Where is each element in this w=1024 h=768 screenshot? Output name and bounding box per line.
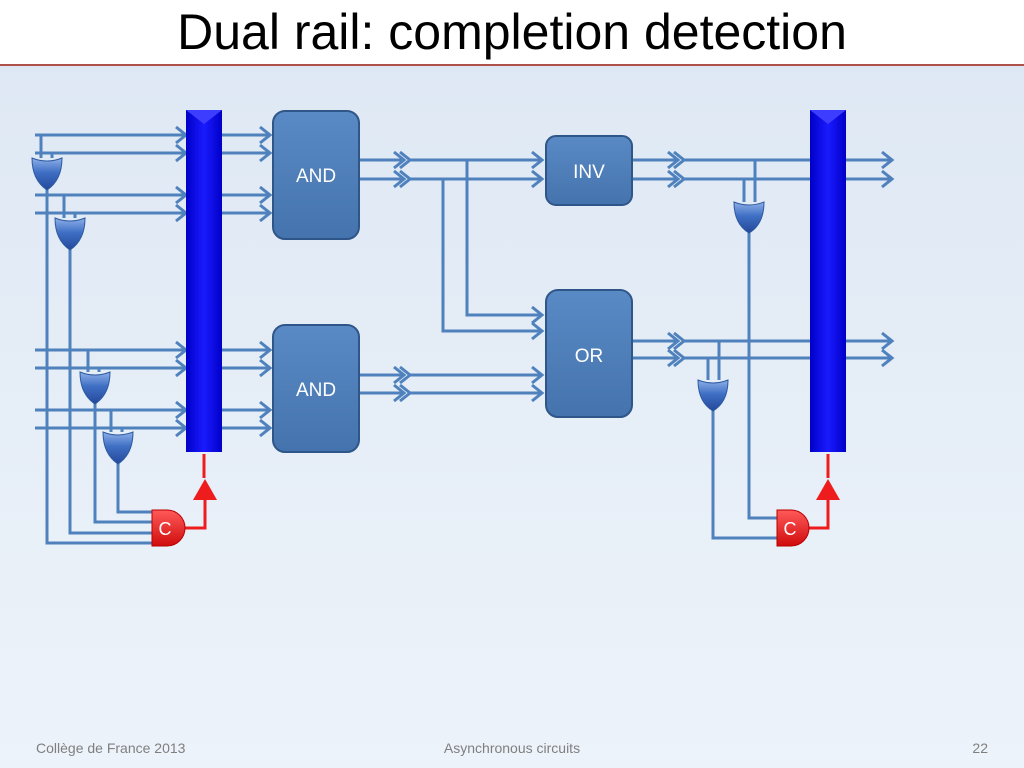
inv-block: INV <box>545 135 633 206</box>
c-element-right-label: C <box>784 519 797 539</box>
or-block-label: OR <box>575 346 604 367</box>
signal-wires <box>35 133 892 545</box>
inv-block-label: INV <box>573 162 605 183</box>
footer-institution: Collège de France 2013 <box>36 740 186 756</box>
or-gate-icon <box>733 201 765 234</box>
footer-page-number: 22 <box>972 740 988 756</box>
wire-arrowheads <box>175 125 895 438</box>
footer-course: Asynchronous circuits <box>443 740 581 756</box>
left-latch-bevel <box>186 110 222 124</box>
or-gate-icon <box>31 157 63 191</box>
title-band <box>0 0 1024 66</box>
right-latch-bevel <box>810 110 846 124</box>
slide-title: Dual rail: completion detection <box>177 4 847 60</box>
and-block-bottom-label: AND <box>296 380 336 401</box>
or-gates <box>31 157 765 465</box>
and-block-bottom: AND <box>272 324 360 453</box>
or-gate-icon <box>54 217 86 251</box>
and-block-top-label: AND <box>296 166 336 187</box>
left-request-arrow-icon <box>193 479 217 500</box>
or-block: OR <box>545 289 633 418</box>
left-latch-bar <box>186 110 222 452</box>
completion-wires <box>182 454 830 530</box>
c-element-left: C <box>151 509 186 547</box>
or-gate-icon <box>697 379 729 412</box>
c-element-right: C <box>776 509 810 547</box>
title-divider <box>0 64 1024 66</box>
and-block-top: AND <box>272 110 360 240</box>
c-element-left-label: C <box>159 519 172 539</box>
or-gate-icon <box>102 431 134 465</box>
right-request-arrow-icon <box>816 479 840 500</box>
or-gate-icon <box>79 371 111 405</box>
right-latch-bar <box>810 110 846 452</box>
